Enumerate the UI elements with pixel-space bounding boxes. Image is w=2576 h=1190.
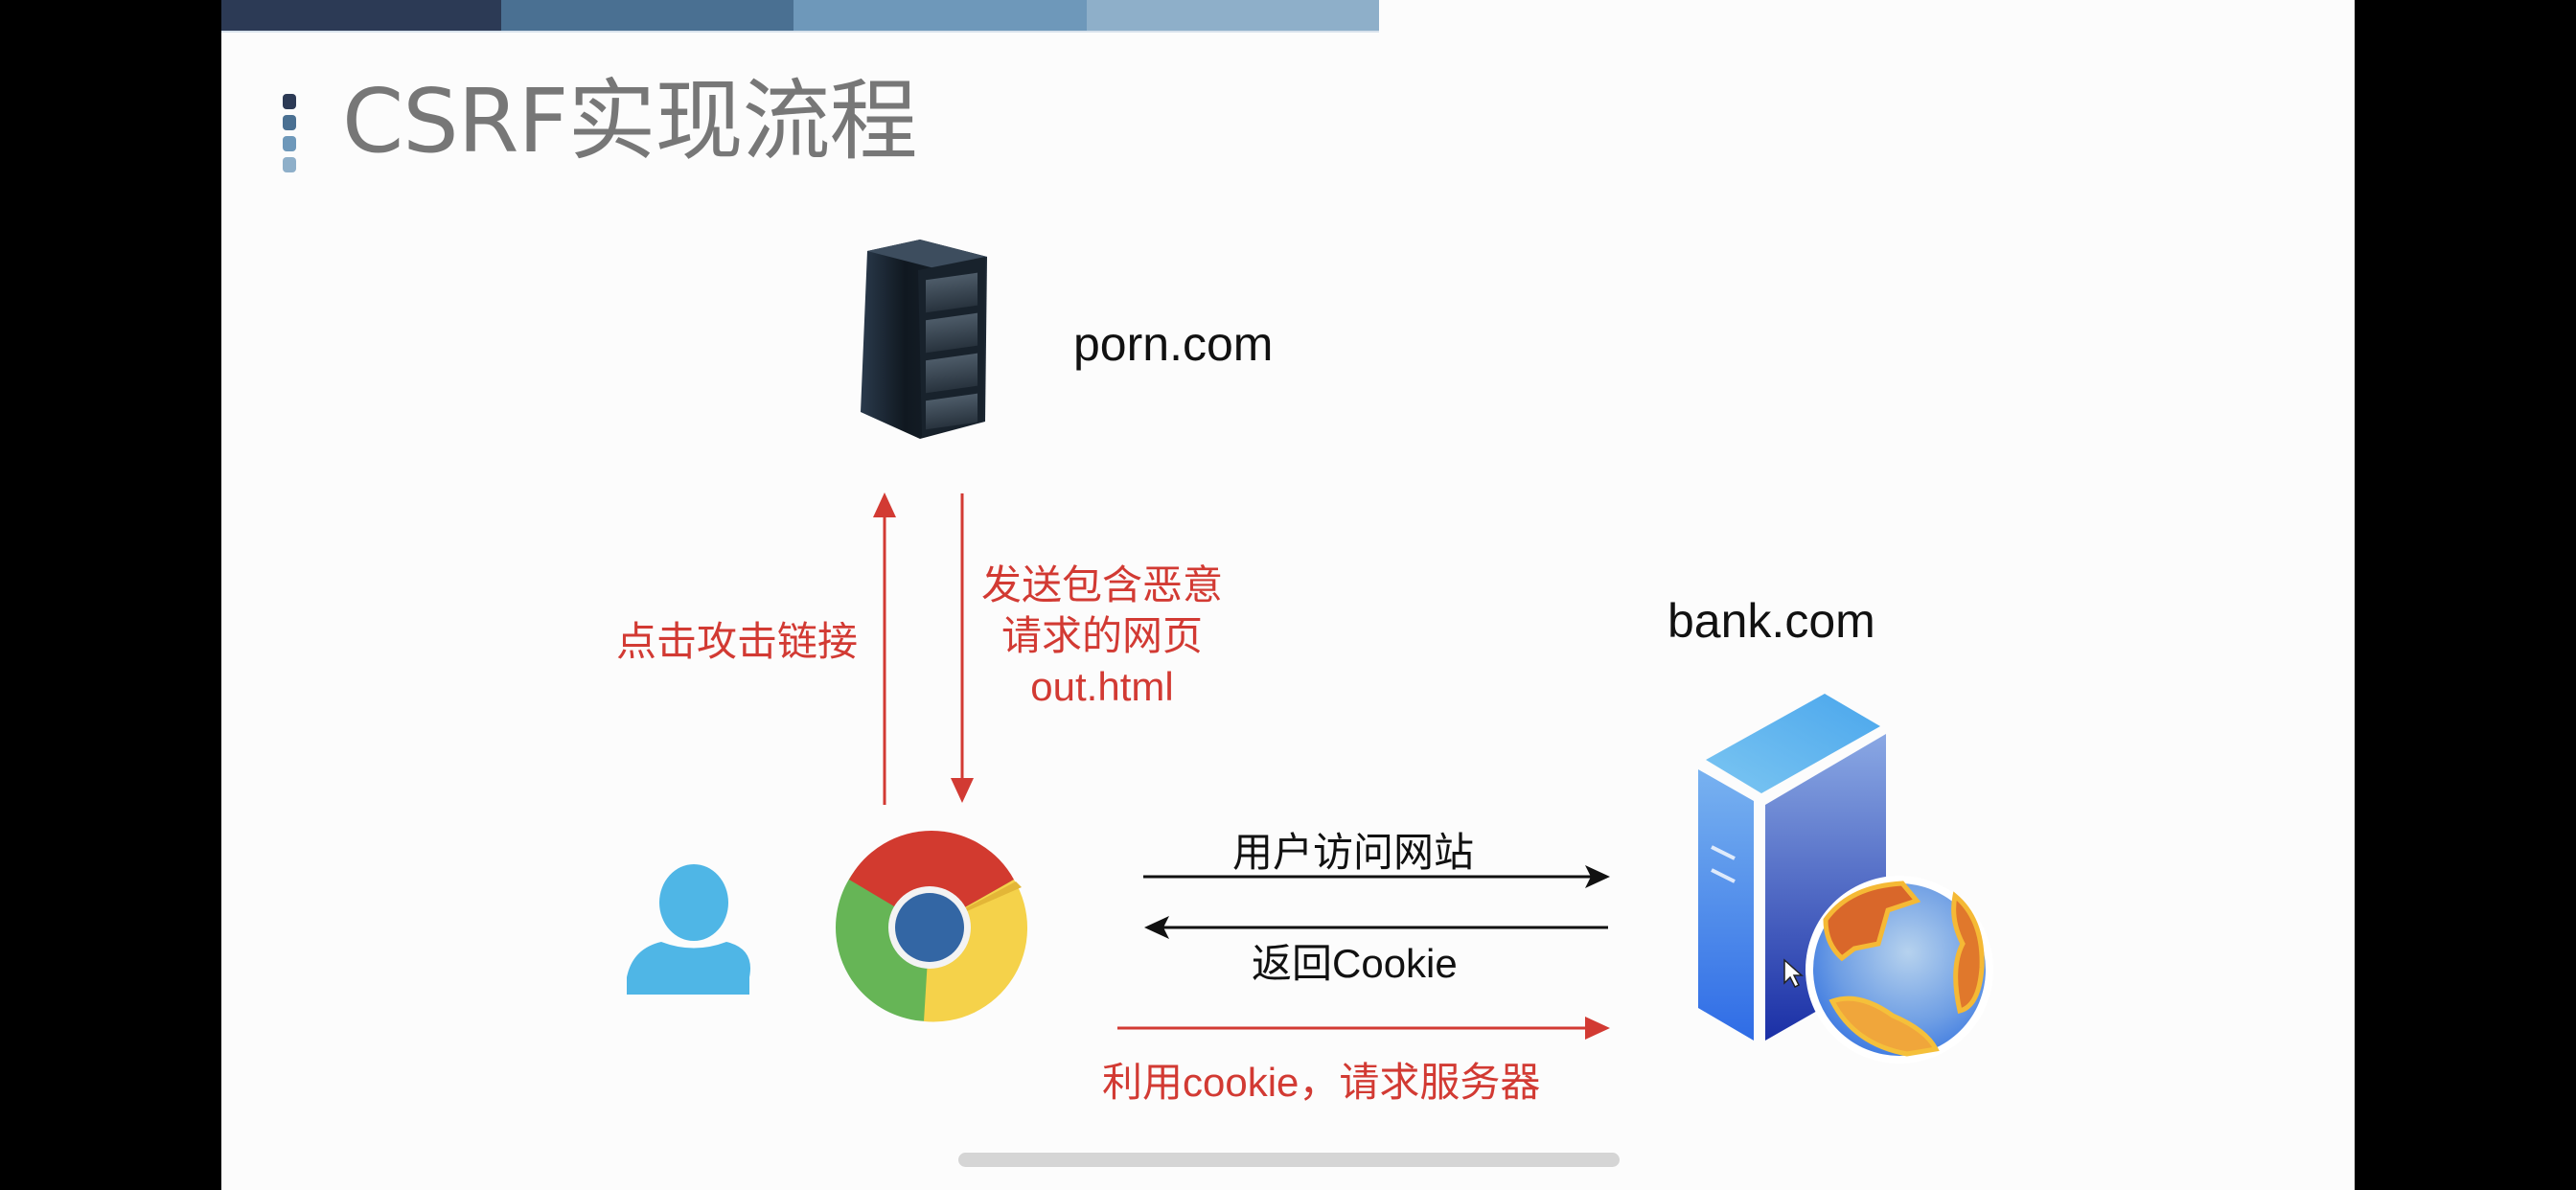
user-icon xyxy=(627,864,750,995)
forged-request-label: 利用cookie，请求服务器 xyxy=(1102,1060,1541,1105)
arrow-return-cookie xyxy=(1144,916,1608,939)
header-stripe-4 xyxy=(1087,0,1379,31)
click-attack-link-label: 点击攻击链接 xyxy=(616,619,859,664)
header-stripe-3 xyxy=(794,0,1087,31)
chrome-browser-icon xyxy=(836,830,1028,1022)
letterbox-right xyxy=(2355,0,2576,1190)
header-stripe-1 xyxy=(221,0,501,31)
attacker-site-label: porn.com xyxy=(1073,317,1274,371)
server-rack-icon xyxy=(861,240,987,439)
return-cookie-label: 返回Cookie xyxy=(1252,941,1458,986)
bank-site-label: bank.com xyxy=(1668,594,1875,648)
title-dot-2 xyxy=(283,115,296,130)
arrow-visit-site xyxy=(1143,865,1610,888)
arrow-send-malicious-page xyxy=(951,493,974,803)
send-malicious-page-line-3: out.html xyxy=(1030,664,1174,709)
send-malicious-page-line-2: 请求的网页 xyxy=(1000,613,1203,658)
title-dot-1 xyxy=(283,94,296,109)
title-dot-4 xyxy=(283,157,296,172)
title-dot-3 xyxy=(283,136,296,151)
cursor-icon xyxy=(1783,958,1804,989)
visit-site-label: 用户访问网站 xyxy=(1232,830,1475,875)
slide: CSRF实现流程 xyxy=(221,0,2355,1190)
arrow-click-attack-link xyxy=(873,492,896,805)
slide-title: CSRF实现流程 xyxy=(342,70,917,172)
send-malicious-page-label: 发送包含恶意 请求的网页 out.html xyxy=(976,560,1229,712)
send-malicious-page-line-1: 发送包含恶意 xyxy=(980,562,1223,607)
letterbox-left xyxy=(0,0,221,1190)
header-stripe-2 xyxy=(501,0,794,31)
home-indicator[interactable] xyxy=(958,1153,1620,1167)
arrow-forged-request xyxy=(1117,1017,1610,1040)
server-globe-icon xyxy=(1698,694,1993,1064)
